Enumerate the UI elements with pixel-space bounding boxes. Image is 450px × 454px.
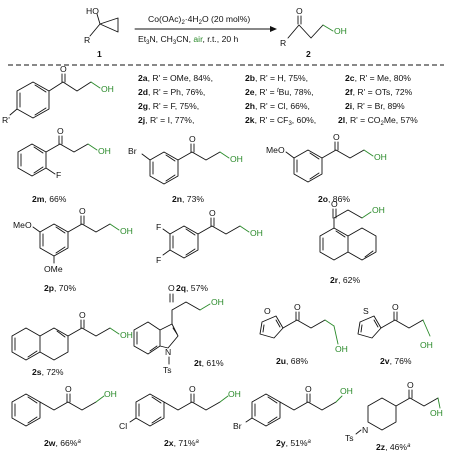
piperidine-n-label: N — [362, 425, 368, 435]
reactant-r-label: R — [84, 35, 90, 45]
caption-2m: 2m, 66% — [32, 194, 67, 204]
svg-text:O: O — [305, 384, 312, 394]
caption-2n: 2n, 73% — [172, 194, 204, 204]
product-r-label: R — [280, 38, 286, 48]
caption-2r: 2r, 62% — [330, 275, 360, 285]
structure-general-aryl: R' O OH — [2, 64, 114, 125]
product-oh-label: OH — [334, 26, 347, 36]
structure-2o: MeO O OH 2o, 86% — [266, 132, 387, 204]
svg-text:OH: OH — [120, 226, 133, 236]
reactant-ho-label: HO — [86, 6, 99, 16]
rprime-label: R' — [2, 115, 10, 125]
thiophene-s-label: S — [363, 306, 369, 316]
structure-2u: O O OH 2u, 68% — [259, 302, 348, 366]
svg-text:MeO: MeO — [13, 220, 32, 230]
reactant-compound-label: 1 — [97, 49, 102, 59]
table-row-3: 2g, R' = F, 75%, 2h, R' = Cl, 66%, 2i, R… — [138, 101, 405, 111]
svg-text:OH: OH — [420, 340, 433, 350]
svg-text:OH: OH — [250, 228, 263, 238]
air-label: air — [193, 34, 203, 44]
table-row-2: 2d, R' = Ph, 76%, 2e, R' = tBu, 78%, 2f,… — [138, 87, 413, 97]
caption-2u: 2u, 68% — [276, 356, 308, 366]
caption-2w: 2w, 66%a — [44, 438, 81, 448]
structure-2w: O OH 2w, 66%a — [11, 384, 117, 448]
caption-2x: 2x, 71%a — [164, 438, 200, 448]
svg-text:O: O — [294, 302, 301, 312]
general-o-label: O — [60, 64, 67, 74]
caption-2s: 2s, 72% — [32, 367, 64, 377]
structure-2n: Br O OH 2n, 73% — [128, 134, 243, 204]
table-row-4: 2j, R' = I, 77%, 2k, R' = CF3, 60%, 2l, … — [138, 115, 418, 127]
arrowhead-icon — [270, 26, 277, 32]
svg-text:O: O — [79, 206, 86, 216]
table-row-1: 2a, R' = OMe, 84%, 2b, R' = H, 75%, 2c, … — [138, 73, 411, 83]
reactant-cyclopropanol: HO R 1 — [84, 6, 119, 59]
svg-text:F: F — [156, 222, 161, 232]
caption-2v: 2v, 76% — [380, 356, 412, 366]
svg-text:O: O — [189, 384, 196, 394]
svg-text:OH: OH — [374, 152, 387, 162]
methoxy-label: MeO — [266, 145, 285, 155]
caption-2q: 2q, 57% — [176, 283, 208, 293]
structure-2r: O OH 2r, 62% — [319, 199, 385, 285]
svg-text:OH: OH — [340, 386, 353, 396]
svg-text:F: F — [156, 255, 161, 265]
product-compound-label: 2 — [306, 49, 311, 59]
conditions-text: Et3N, CH3CN, air, r.t., 20 h — [138, 34, 239, 46]
caption-2t: 2t, 61% — [194, 358, 224, 368]
structure-2q: F F O OH 2q, 57% — [156, 208, 263, 293]
catalyst-text: Co(OAc)2·4H2O (20 mol%) — [148, 14, 250, 26]
svg-text:O: O — [79, 310, 86, 320]
structure-2x: Cl O OH 2x, 71%a — [119, 384, 241, 448]
caption-2y: 2y, 51%a — [276, 438, 312, 448]
structure-2s: O OH 2s, 72% — [11, 310, 133, 377]
svg-text:O: O — [57, 126, 64, 136]
svg-text:OH: OH — [335, 344, 348, 354]
svg-text:OH: OH — [372, 205, 385, 215]
svg-text:OH: OH — [230, 154, 243, 164]
svg-text:O: O — [392, 302, 399, 312]
reaction-equation: HO R 1 Co(OAc)2·4H2O (20 mol%) Et3N, CH3… — [84, 6, 347, 59]
structure-2z: N Ts O OH 2z, 46%a — [345, 380, 443, 452]
product-o-label: O — [296, 6, 303, 16]
structure-2y: Br O OH 2y, 51%a — [233, 384, 353, 448]
svg-text:O: O — [331, 199, 338, 209]
svg-text:O: O — [407, 380, 414, 390]
svg-text:OH: OH — [104, 389, 117, 399]
bromo-label-2y: Br — [233, 421, 242, 431]
caption-2p: 2p, 70% — [44, 283, 76, 293]
svg-text:O: O — [189, 134, 196, 144]
bromo-label: Br — [128, 146, 137, 156]
svg-text:OH: OH — [211, 297, 224, 307]
structure-2t: N Ts O OH 2t, 61% — [133, 283, 224, 375]
svg-text:O: O — [333, 132, 340, 142]
svg-text:OMe: OMe — [44, 264, 63, 274]
reaction-arrow-group: Co(OAc)2·4H2O (20 mol%) Et3N, CH3CN, air… — [134, 14, 277, 46]
caption-2o: 2o, 86% — [318, 194, 350, 204]
product-general: O OH R 2 — [280, 6, 347, 59]
chloro-label: Cl — [119, 421, 127, 431]
indole-n-label: N — [165, 347, 171, 357]
svg-text:OH: OH — [120, 330, 133, 340]
svg-text:O: O — [209, 208, 216, 218]
structure-2p: MeO OMe O OH 2p, 70% — [13, 206, 133, 293]
svg-text:O: O — [65, 384, 72, 394]
svg-text:OH: OH — [228, 389, 241, 399]
svg-text:OH: OH — [430, 408, 443, 418]
tosyl-label-2z: Ts — [345, 433, 354, 443]
furan-o-label: O — [264, 306, 271, 316]
structure-2v: S O OH 2v, 76% — [357, 302, 433, 366]
caption-2z: 2z, 46%a — [376, 442, 411, 452]
structure-2m: O OH F 2m, 66% — [17, 126, 111, 204]
substituent-table: 2a, R' = OMe, 84%, 2b, R' = H, 75%, 2c, … — [138, 73, 418, 127]
svg-text:OH: OH — [98, 146, 111, 156]
tosyl-label: Ts — [163, 365, 172, 375]
fluoro-label: F — [56, 170, 61, 180]
general-oh-label: OH — [101, 84, 114, 94]
svg-text:O: O — [168, 283, 175, 293]
